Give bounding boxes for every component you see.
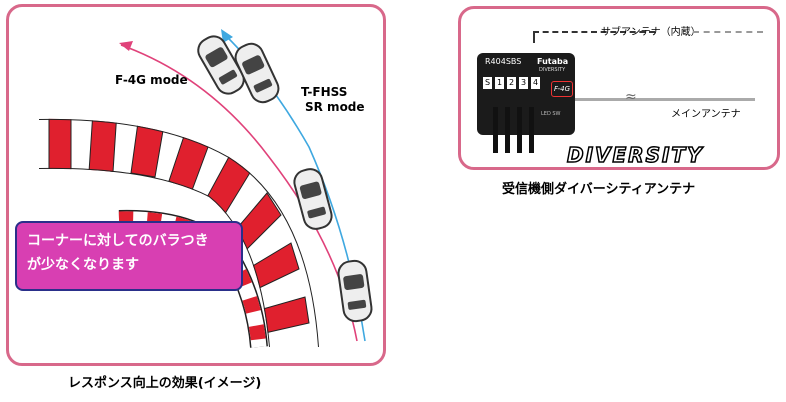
race-track-illustration <box>39 29 373 348</box>
sub-antenna-dashed-line <box>533 31 655 43</box>
receiver-brand-sub: DIVERSITY <box>539 67 566 73</box>
receiver-pin <box>493 107 498 153</box>
receiver-port: S <box>483 77 492 89</box>
car-icon <box>234 42 280 104</box>
receiver-port: 2 <box>507 77 516 89</box>
receiver-pin <box>517 107 522 153</box>
tfhss-mode-label-line2: SR mode <box>305 100 365 114</box>
antenna-break-icon: ≈ <box>625 89 637 105</box>
f4g-arrowhead <box>119 41 133 51</box>
sub-antenna-label: サブアンテナ（内蔵） <box>601 27 701 38</box>
callout-line1: コーナーに対してのバラつき <box>27 233 209 249</box>
tfhss-mode-label-line1: T-FHSS <box>301 85 348 99</box>
receiver-f4g-badge: F-4G <box>551 81 573 97</box>
car-icon <box>197 35 245 95</box>
car-icon <box>293 168 333 230</box>
tfhss-arrowhead <box>221 29 233 43</box>
sub-antenna-dashed-line-end <box>693 31 763 33</box>
callout-line2: が少なくなります <box>27 257 139 273</box>
receiver-led-label: LED SW <box>541 111 561 117</box>
receiver-model: R404SBS <box>485 57 522 66</box>
main-antenna-wire <box>575 98 755 101</box>
response-effect-panel: F-4G mode T-FHSS SR mode コーナーに対してのバラつき が… <box>6 4 386 366</box>
f4g-mode-label: F-4G mode <box>115 73 188 87</box>
diversity-logo: DIVERSITY <box>566 142 704 168</box>
callout-box: コーナーに対してのバラつき が少なくなります <box>15 221 243 291</box>
tfhss-mode-label: T-FHSS SR mode <box>301 85 365 115</box>
receiver-port: 1 <box>495 77 504 89</box>
main-antenna-label: メインアンテナ <box>671 109 741 120</box>
receiver-illustration: R404SBS Futaba DIVERSITY S 1 2 3 4 F-4G … <box>477 53 575 153</box>
diversity-antenna-caption: 受信機側ダイバーシティアンテナ <box>502 182 696 197</box>
car-icon <box>337 259 373 323</box>
receiver-pin <box>505 107 510 153</box>
response-effect-caption: レスポンス向上の効果(イメージ) <box>68 376 262 391</box>
receiver-brand: Futaba <box>537 57 569 66</box>
curb-outer <box>39 118 319 348</box>
receiver-port: 3 <box>519 77 528 89</box>
diversity-antenna-panel: サブアンテナ（内蔵） R404SBS Futaba DIVERSITY S 1 … <box>458 6 780 170</box>
receiver-pin <box>529 107 534 153</box>
receiver-port: 4 <box>531 77 540 89</box>
